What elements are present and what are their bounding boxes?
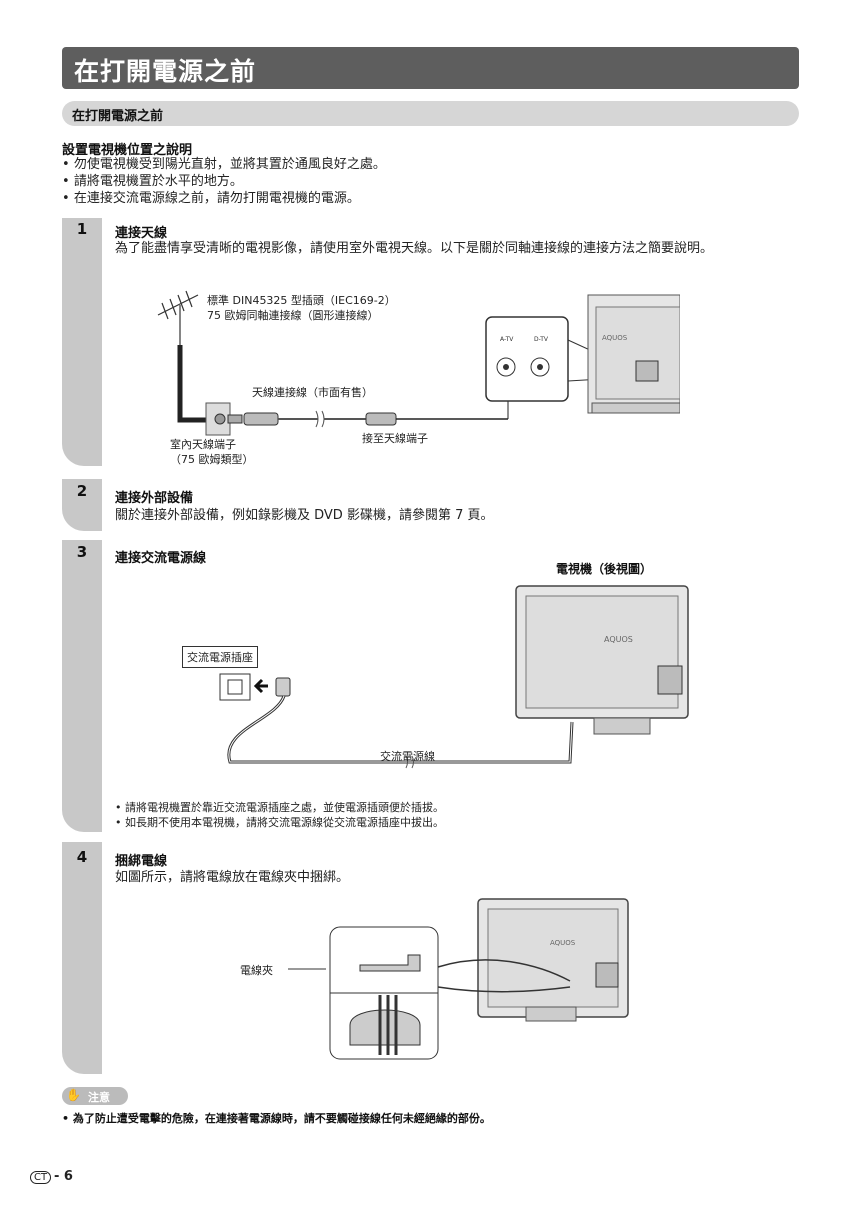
svg-text:AQUOS: AQUOS	[550, 939, 576, 947]
step-3-bullet: • 如長期不使用本電視機，請將交流電源線從交流電源插座中拔出。	[115, 816, 444, 829]
antenna-diagram: A-TV D-TV AQUOS	[157, 290, 680, 436]
bundle-diagram: AQUOS	[288, 898, 629, 1060]
hand-icon: ✋	[66, 1088, 81, 1102]
caution-text: • 為了防止遭受電擊的危險，在連接著電源線時，請不要觸碰接線任何未經絕緣的部份。	[62, 1112, 491, 1125]
step-title: 捆綁電線	[115, 854, 168, 869]
indoor-terminal-label: 室內天線端子	[170, 438, 236, 451]
title-bar	[62, 47, 799, 89]
step-title: 連接外部設備	[115, 491, 194, 506]
plug-label: 標準 DIN45325 型插頭（IEC169-2）	[207, 294, 396, 307]
page-prefix-badge: CT	[30, 1171, 52, 1184]
placement-bullet: • 在連接交流電源線之前，請勿打開電視機的電源。	[62, 191, 360, 206]
step-3-bullet: • 請將電視機置於靠近交流電源插座之處，並使電源插頭便於插拔。	[115, 801, 444, 814]
step-number: 2	[76, 482, 88, 500]
section-title: 在打開電源之前	[72, 109, 164, 124]
svg-text:AQUOS: AQUOS	[602, 334, 628, 342]
step-3-bar	[62, 540, 102, 832]
page-number: - 6	[54, 1169, 73, 1184]
placement-bullet: • 勿使電視機受到陽光直射，並將其置於通風良好之處。	[62, 157, 386, 172]
caution-badge	[62, 1087, 128, 1105]
step-body: 如圖所示，請將電線放在電線夾中捆綁。	[115, 870, 350, 885]
step-number: 4	[76, 848, 88, 866]
outlet-label: 交流電源插座	[182, 646, 258, 668]
power-cord-label: 交流電源線	[380, 750, 435, 763]
step-2-bar	[62, 479, 102, 531]
step-body: 關於連接外部設備，例如錄影機及 DVD 影碟機，請參閱第 7 頁。	[115, 508, 494, 523]
svg-text:A-TV: A-TV	[500, 336, 514, 343]
placement-bullet: • 請將電視機置於水平的地方。	[62, 174, 243, 189]
coax-label: 75 歐姆同軸連接線（圓形連接線）	[207, 309, 379, 322]
antenna-cable-label: 天線連接線（市面有售）	[252, 386, 373, 399]
step-1-bar	[62, 218, 102, 466]
indoor-terminal-type-label: （75 歐姆類型）	[170, 453, 254, 466]
step-title: 連接天線	[115, 226, 168, 241]
svg-text:D-TV: D-TV	[534, 336, 549, 343]
step-4-bar	[62, 842, 102, 1074]
page-title: 在打開電源之前	[74, 57, 257, 86]
step-body: 為了能盡情享受清晰的電視影像，請使用室外電視天線。以下是關於同軸連接線的連接方法…	[115, 241, 714, 256]
step-title: 連接交流電源線	[115, 551, 207, 566]
power-diagram: AQUOS	[219, 585, 689, 769]
clamp-label: 電線夾	[240, 964, 273, 977]
rear-view-label: 電視機（後視圖）	[556, 562, 653, 576]
to-terminal-label: 接至天線端子	[362, 432, 428, 445]
caution-label: 注意	[88, 1091, 110, 1104]
step-number: 3	[76, 543, 88, 561]
step-number: 1	[76, 220, 88, 238]
svg-text:AQUOS: AQUOS	[604, 635, 633, 644]
placement-heading: 設置電視機位置之說明	[62, 143, 193, 158]
section-bar	[62, 101, 799, 126]
